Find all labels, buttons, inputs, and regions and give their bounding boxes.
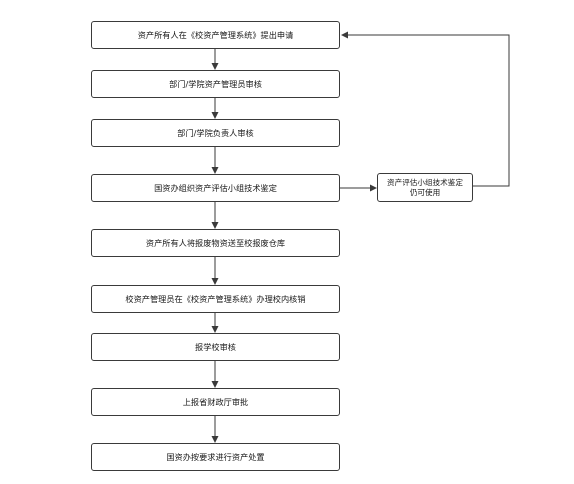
step-dept-head-review: 部门/学院负责人审核 <box>91 119 340 147</box>
side-box-line1: 资产评估小组技术鉴定 <box>387 178 463 188</box>
step-provincial-approval: 上报省财政厅审批 <box>91 388 340 416</box>
step-submit-application: 资产所有人在《校资产管理系统》提出申请 <box>91 21 340 49</box>
step-deliver-to-warehouse: 资产所有人将报废物资送至校报废仓库 <box>91 229 340 257</box>
step-school-review: 报学校审核 <box>91 333 340 361</box>
step-dept-asset-admin-review: 部门/学院资产管理员审核 <box>91 70 340 98</box>
step-internal-writeoff: 校资产管理员在《校资产管理系统》办理校内核销 <box>91 285 340 313</box>
step-technical-appraisal: 国资办组织资产评估小组技术鉴定 <box>91 174 340 202</box>
arrow-side-box-to-step1 <box>341 31 510 187</box>
side-box-still-usable: 资产评估小组技术鉴定 仍可使用 <box>377 173 473 202</box>
side-box-line2: 仍可使用 <box>409 187 441 197</box>
step-asset-disposal: 国资办按要求进行资产处置 <box>91 443 340 471</box>
